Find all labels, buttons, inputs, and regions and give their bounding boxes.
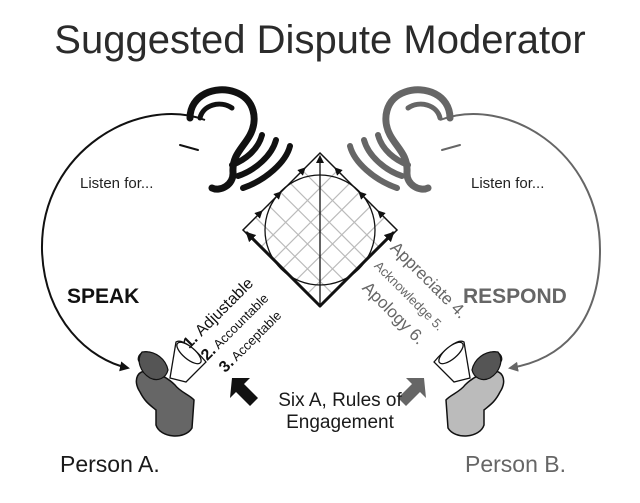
right-block-arrow <box>398 378 426 406</box>
left-listen-label: Listen for... <box>80 175 154 192</box>
left-loop-arrow <box>40 113 206 372</box>
diagram-title: Suggested Dispute Moderator <box>54 18 586 62</box>
right-listen-label: Listen for... <box>471 175 545 192</box>
person-a-label: Person A. <box>60 451 160 477</box>
person-b-icon <box>433 340 505 437</box>
left-block-arrow <box>230 378 258 406</box>
left-ear-icon <box>179 86 293 193</box>
speak-label: SPEAK <box>67 285 140 308</box>
person-a-icon <box>135 340 207 437</box>
right-loop-arrow <box>439 113 602 372</box>
respond-label: RESPOND <box>463 285 567 308</box>
center-caption: Six A, Rules of Engagement <box>278 390 402 433</box>
right-ear-icon <box>347 86 461 193</box>
person-b-label: Person B. <box>465 451 566 477</box>
